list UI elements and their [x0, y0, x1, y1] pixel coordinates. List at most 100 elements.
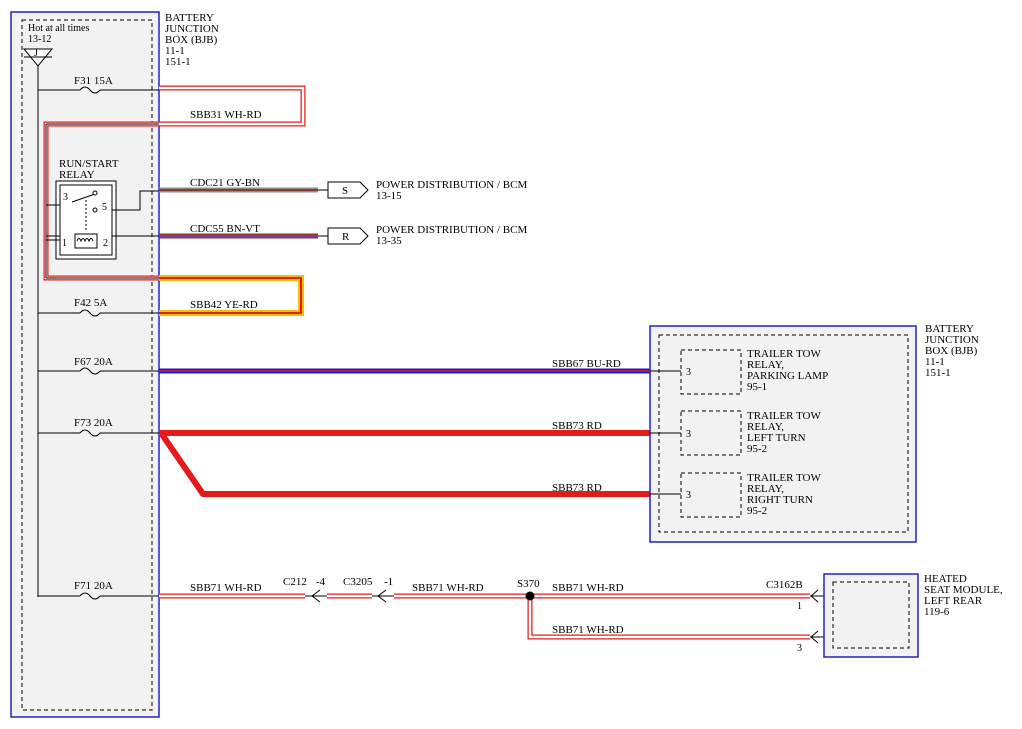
- bjb-right-title-1: BATTERY: [925, 323, 974, 335]
- splice-s370: [525, 591, 535, 601]
- wire-sbb73-lower: [158, 431, 650, 497]
- relay-left-turn-pin: 3: [686, 429, 691, 440]
- wire-sbb42-stripe: [159, 277, 302, 314]
- relay-right-turn-line-2: RELAY,: [747, 483, 784, 495]
- relay-left-turn-line-3: LEFT TURN: [747, 432, 806, 444]
- relay-pin-1: 1: [62, 238, 67, 249]
- bjb-left-title-1: BATTERY: [165, 12, 214, 24]
- dest-s-ref: 13-15: [376, 190, 402, 202]
- fuse-f71-label: F71 20A: [74, 580, 113, 592]
- relay-parking-lamp-box: [680, 349, 742, 395]
- bjb-right-title-4: 11-1: [925, 356, 945, 368]
- relay-left-turn-line-1: TRAILER TOW: [747, 410, 821, 422]
- wire-cdc21-label: CDC21 GY-BN: [190, 177, 260, 189]
- run-start-relay: RUN/START RELAY 3 5 1 2: [45, 158, 159, 260]
- relay-left-turn-line-2: RELAY,: [747, 421, 784, 433]
- relay-pin-3: 3: [63, 192, 68, 203]
- wire-sbb71-label-b: SBB71 WH-RD: [412, 582, 484, 594]
- circuit-f71: F71 20A SBB71 WH-RD SBB71 WH-RD SBB71 WH…: [38, 576, 833, 654]
- relay-title-2: RELAY: [59, 169, 95, 181]
- bjb-right-title-5: 151-1: [925, 367, 951, 379]
- fuse-f42-symbol: [79, 309, 101, 317]
- relay-parking-lamp-line-4: 95-1: [747, 381, 767, 393]
- circuit-cdc21: CDC21 GY-BN S POWER DISTRIBUTION / BCM 1…: [159, 177, 527, 202]
- splice-s370-label: S370: [517, 578, 540, 590]
- hot-label: Hot at all times: [28, 23, 89, 34]
- connector-c212-label: C212: [283, 576, 307, 588]
- bjb-right-frame: [649, 325, 917, 543]
- fuse-f73-symbol: [79, 429, 101, 437]
- hot-ref: 13-12: [28, 34, 51, 45]
- heated-seat-title-2: SEAT MODULE,: [924, 584, 1003, 596]
- wire-sbb73-label-a: SBB73 RD: [552, 420, 602, 432]
- connector-c3162b-label: C3162B: [766, 579, 803, 591]
- heated-seat-title-3: LEFT REAR: [924, 595, 983, 607]
- wire-sbb71-label-d: SBB71 WH-RD: [552, 624, 624, 636]
- connector-c3205-label: C3205: [343, 576, 373, 588]
- heated-seat-frame: [823, 573, 919, 658]
- heated-seat-inner: [832, 581, 910, 649]
- fuse-f73-label: F73 20A: [74, 417, 113, 429]
- circuit-f73: F73 20A SBB73 RD SBB73 RD: [38, 417, 650, 497]
- bjb-left-title-4: 11-1: [165, 45, 185, 57]
- connector-r-letter: R: [342, 231, 350, 243]
- heated-seat-title-1: HEATED: [924, 573, 967, 585]
- relay-coil: [74, 233, 98, 249]
- wire-sbb31-label: SBB31 WH-RD: [190, 109, 262, 121]
- relay-parking-lamp-line-3: PARKING LAMP: [747, 370, 828, 382]
- bjb-left-title-3: BOX (BJB): [165, 34, 218, 46]
- relay-left-turn-line-4: 95-2: [747, 443, 767, 455]
- wire-sbb73-label-b: SBB73 RD: [552, 482, 602, 494]
- bjb-left-title-2: JUNCTION: [165, 23, 219, 35]
- bjb-right: 3 TRAILER TOW RELAY, PARKING LAMP 95-1 3…: [649, 325, 917, 543]
- fuse-f42-label: F42 5A: [74, 297, 107, 309]
- circuit-cdc55: CDC55 BN-VT R POWER DISTRIBUTION / BCM 1…: [159, 223, 527, 247]
- circuit-f67: F67 20A SBB67 BU-RD: [38, 356, 650, 375]
- circuit-f31: F31 15A SBB31 WH-RD: [38, 75, 306, 281]
- bjb-left-frame: [10, 11, 160, 718]
- bjb-left: Hot at all times 13-12 J: [10, 11, 160, 718]
- dest-r-ref: 13-35: [376, 235, 402, 247]
- dest-r-title: POWER DISTRIBUTION / BCM: [376, 224, 527, 236]
- relay-box-inner: [59, 184, 113, 256]
- bjb-left-title-5: 151-1: [165, 56, 191, 68]
- connector-r: [327, 227, 369, 245]
- connector-c3162b-pin-3: 3: [797, 643, 802, 654]
- circuit-f42: F42 5A SBB42 YE-RD: [38, 275, 304, 317]
- connector-s: [327, 181, 369, 199]
- fuse-f71-symbol: [79, 592, 101, 600]
- bjb-right-title-2: JUNCTION: [925, 334, 979, 346]
- heated-seat-module: [823, 573, 919, 658]
- relay-right-turn-line-1: TRAILER TOW: [747, 472, 821, 484]
- wire-cdc55-label: CDC55 BN-VT: [190, 223, 260, 235]
- wire-sbb71-label-c: SBB71 WH-RD: [552, 582, 624, 594]
- relay-right-turn-line-3: RIGHT TURN: [747, 494, 813, 506]
- wire-sbb71-branch-inner: [528, 596, 810, 639]
- connector-c3162b-pin-1: 1: [797, 601, 802, 612]
- relay-right-turn-box: [680, 472, 742, 518]
- relay-title-1: RUN/START: [59, 158, 119, 170]
- relay-parking-lamp-line-2: RELAY,: [747, 359, 784, 371]
- wire-sbb71-label-a: SBB71 WH-RD: [190, 582, 262, 594]
- relay-pin-5: 5: [102, 202, 107, 213]
- relay-right-turn-line-4: 95-2: [747, 505, 767, 517]
- bjb-left-inner: [21, 19, 153, 711]
- fuse-f67-symbol: [79, 367, 101, 375]
- heated-seat-title-4: 119-6: [924, 606, 950, 618]
- relay-switch-arm: [71, 193, 96, 203]
- relay-parking-lamp-line-1: TRAILER TOW: [747, 348, 821, 360]
- fuse-f31-label: F31 15A: [74, 75, 113, 87]
- fuse-f67-label: F67 20A: [74, 356, 113, 368]
- connector-s-letter: S: [342, 185, 348, 197]
- dest-s-title: POWER DISTRIBUTION / BCM: [376, 179, 527, 191]
- wire-sbb67-label: SBB67 BU-RD: [552, 358, 621, 370]
- relay-parking-lamp-pin: 3: [686, 367, 691, 378]
- connector-j-label: J: [34, 48, 38, 59]
- wire-sbb42-label: SBB42 YE-RD: [190, 299, 258, 311]
- fuse-f31-symbol: [79, 86, 101, 94]
- connector-c212-pin: -4: [316, 576, 326, 588]
- connector-c3205-pin: -1: [384, 576, 393, 588]
- relay-pin-2: 2: [103, 238, 108, 249]
- bjb-right-title-3: BOX (BJB): [925, 345, 978, 357]
